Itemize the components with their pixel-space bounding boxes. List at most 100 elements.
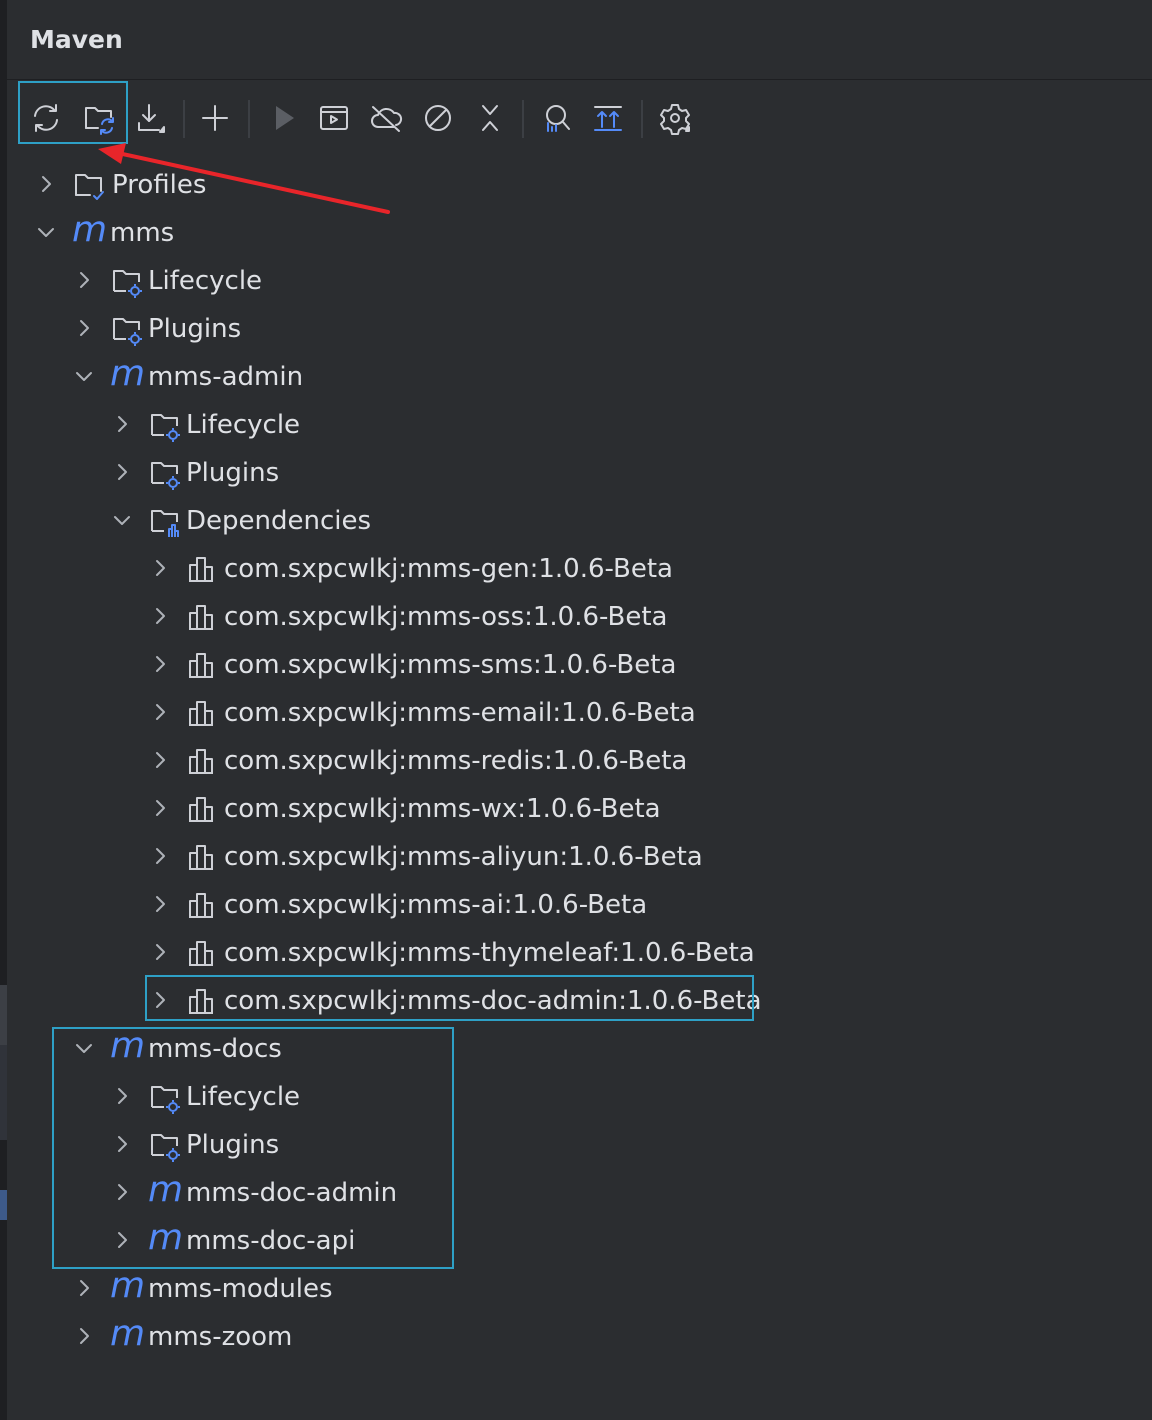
reload-all-button[interactable] (23, 98, 69, 138)
tree-node-dependency[interactable]: com.sxpcwlkj:mms-redis:1.0.6-Beta (0, 736, 1152, 784)
tree-node-mms-doc-admin[interactable]: m mms-doc-admin (0, 1168, 1152, 1216)
tree-node-label: Dependencies (186, 506, 372, 536)
library-icon (186, 840, 220, 874)
tree-node-dependency[interactable]: com.sxpcwlkj:mms-sms:1.0.6-Beta (0, 640, 1152, 688)
analyze-icon (546, 105, 570, 132)
chevron-right-icon[interactable] (148, 700, 172, 724)
chevron-right-icon[interactable] (72, 1276, 96, 1300)
panel-title: Maven (30, 25, 123, 54)
chevron-right-icon[interactable] (110, 412, 134, 436)
tree-node-label: com.sxpcwlkj:mms-email:1.0.6-Beta (224, 698, 696, 728)
tree-node-plugins[interactable]: Plugins (0, 304, 1152, 352)
chevron-right-icon[interactable] (148, 844, 172, 868)
chevron-right-icon[interactable] (34, 172, 58, 196)
tree-node-dependencies[interactable]: Dependencies (0, 496, 1152, 544)
chevron-right-icon[interactable] (148, 604, 172, 628)
tree-node-label: com.sxpcwlkj:mms-ai:1.0.6-Beta (224, 890, 648, 920)
offline-mode-button[interactable] (363, 98, 409, 138)
download-icon (138, 104, 165, 133)
toolbar-separator (248, 100, 250, 138)
tree-node-label: Plugins (148, 314, 242, 344)
tree-node-dependency[interactable]: com.sxpcwlkj:mms-email:1.0.6-Beta (0, 688, 1152, 736)
chevron-down-icon[interactable] (72, 1036, 96, 1060)
tree-node-mms[interactable]: m mms (0, 208, 1152, 256)
generate-sources-button[interactable] (76, 98, 122, 138)
tree-node-plugins[interactable]: Plugins (0, 1120, 1152, 1168)
no-entry-icon (425, 105, 451, 131)
settings-button[interactable] (652, 98, 698, 138)
download-button[interactable] (128, 98, 174, 138)
maven-module-icon: m (110, 353, 146, 394)
tree-node-label: com.sxpcwlkj:mms-aliyun:1.0.6-Beta (224, 842, 703, 872)
add-project-button[interactable] (192, 98, 238, 138)
tree-node-label: mms-zoom (148, 1322, 293, 1352)
tree-node-dependency[interactable]: com.sxpcwlkj:mms-aliyun:1.0.6-Beta (0, 832, 1152, 880)
tree-node-dependency[interactable]: com.sxpcwlkj:mms-wx:1.0.6-Beta (0, 784, 1152, 832)
chevron-down-icon[interactable] (110, 508, 134, 532)
toolbar-separator (522, 100, 524, 138)
maven-module-icon: m (148, 1169, 184, 1210)
chevron-right-icon[interactable] (148, 796, 172, 820)
tree-node-mms-zoom[interactable]: m mms-zoom (0, 1312, 1152, 1360)
chevron-right-icon[interactable] (72, 316, 96, 340)
analyze-dependencies-button[interactable] (532, 98, 578, 138)
tree-node-mms-modules[interactable]: m mms-modules (0, 1264, 1152, 1312)
chevron-right-icon[interactable] (148, 652, 172, 676)
tree-node-plugins[interactable]: Plugins (0, 448, 1152, 496)
chevron-down-icon[interactable] (72, 364, 96, 388)
chevron-right-icon[interactable] (110, 1180, 134, 1204)
chevron-right-icon[interactable] (72, 1324, 96, 1348)
plugins-folder-icon (148, 1128, 182, 1162)
tree-node-label: Lifecycle (186, 1082, 301, 1112)
chevron-down-icon[interactable] (34, 220, 58, 244)
tree-node-label: Plugins (186, 458, 280, 488)
skip-tests-button[interactable] (415, 98, 461, 138)
tree-node-label: mms (110, 218, 175, 248)
tree-node-dependency[interactable]: com.sxpcwlkj:mms-gen:1.0.6-Beta (0, 544, 1152, 592)
tree-node-label: Profiles (112, 170, 207, 200)
tree-node-profiles[interactable]: Profiles (0, 160, 1152, 208)
edge-marker (0, 1190, 7, 1220)
tree-node-label: Plugins (186, 1130, 280, 1160)
tree-node-mms-admin[interactable]: m mms-admin (0, 352, 1152, 400)
collapse-all-button[interactable] (467, 98, 513, 138)
tree-node-label: Lifecycle (148, 266, 263, 296)
chevron-right-icon[interactable] (148, 556, 172, 580)
tree-node-mms-doc-api[interactable]: m mms-doc-api (0, 1216, 1152, 1264)
chevron-right-icon[interactable] (148, 988, 172, 1012)
expand-icon (594, 106, 622, 131)
chevron-right-icon[interactable] (110, 1132, 134, 1156)
lifecycle-folder-icon (110, 264, 144, 298)
expand-all-button[interactable] (585, 98, 631, 138)
tree-node-dependency[interactable]: com.sxpcwlkj:mms-doc-admin:1.0.6-Beta (0, 976, 1152, 1024)
library-icon (186, 696, 220, 730)
chevron-right-icon[interactable] (148, 892, 172, 916)
execute-goal-button[interactable] (311, 98, 357, 138)
tree-node-dependency[interactable]: com.sxpcwlkj:mms-thymeleaf:1.0.6-Beta (0, 928, 1152, 976)
gear-icon (660, 104, 690, 135)
tree-node-mms-docs[interactable]: m mms-docs (0, 1024, 1152, 1072)
lifecycle-folder-icon (148, 408, 182, 442)
edge-marker (0, 985, 7, 1045)
tree-node-lifecycle[interactable]: Lifecycle (0, 1072, 1152, 1120)
console-icon (320, 106, 348, 130)
maven-module-icon: m (148, 1217, 184, 1258)
chevron-right-icon[interactable] (72, 268, 96, 292)
chevron-right-icon[interactable] (148, 940, 172, 964)
chevron-right-icon[interactable] (110, 1084, 134, 1108)
chevron-right-icon[interactable] (110, 1228, 134, 1252)
tree-node-lifecycle[interactable]: Lifecycle (0, 400, 1152, 448)
tree-node-lifecycle[interactable]: Lifecycle (0, 256, 1152, 304)
reload-icon (34, 104, 58, 132)
maven-module-icon: m (110, 1025, 146, 1066)
chevron-right-icon[interactable] (148, 748, 172, 772)
toolbar-separator (183, 100, 185, 138)
chevron-right-icon[interactable] (110, 460, 134, 484)
tree-node-dependency[interactable]: com.sxpcwlkj:mms-oss:1.0.6-Beta (0, 592, 1152, 640)
play-icon (276, 106, 294, 130)
tree-node-dependency[interactable]: com.sxpcwlkj:mms-ai:1.0.6-Beta (0, 880, 1152, 928)
tree-node-label: com.sxpcwlkj:mms-gen:1.0.6-Beta (224, 554, 673, 584)
run-button[interactable] (260, 98, 306, 138)
lifecycle-folder-icon (148, 1080, 182, 1114)
profiles-folder-icon (72, 168, 106, 202)
